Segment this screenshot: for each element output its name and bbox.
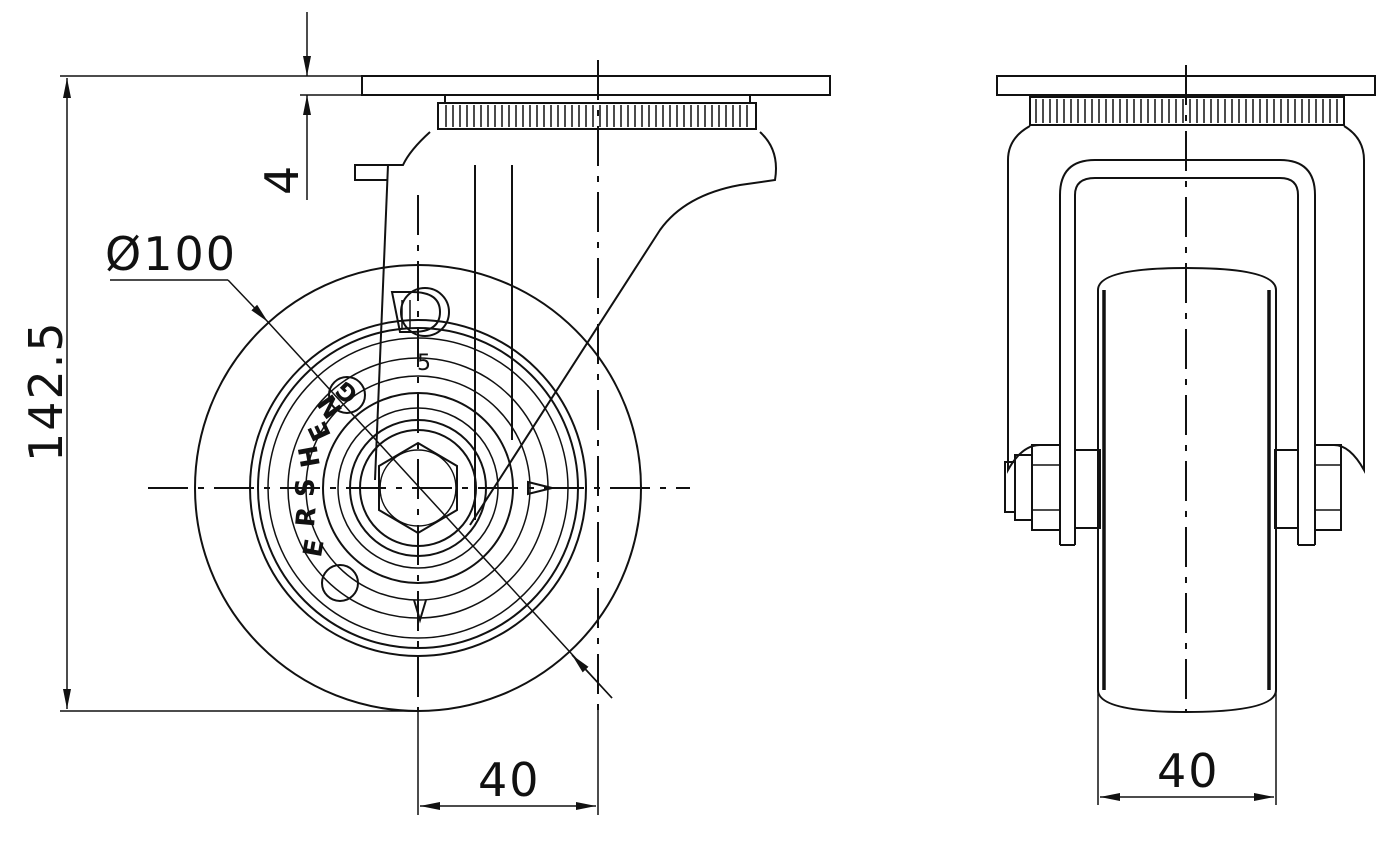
top-plate [361, 75, 831, 96]
front-view: 40 [996, 65, 1376, 805]
side-view: 5 E R S H E N [19, 12, 831, 815]
svg-text:4: 4 [255, 164, 309, 195]
swivel-bearing-front [1029, 96, 1345, 126]
svg-text:R: R [291, 506, 323, 529]
dim-plate-thickness: 4 [255, 12, 311, 200]
fork-outer [1007, 125, 1041, 474]
svg-text:142.5: 142.5 [19, 320, 73, 462]
dim-wheel-diameter: Ø100 [105, 227, 613, 699]
svg-text:E: E [303, 416, 338, 445]
dim-overall-height: 142.5 [19, 78, 418, 712]
dim-offset: 40 [417, 710, 599, 815]
fork-inner-legs [1059, 159, 1316, 545]
svg-text:40: 40 [478, 753, 541, 807]
svg-text:Ø100: Ø100 [105, 227, 237, 281]
axle-assembly [1004, 444, 1342, 531]
svg-text:40: 40 [1157, 744, 1220, 798]
bracket-number: 5 [417, 351, 431, 376]
svg-text:E: E [298, 537, 331, 560]
fork-bracket: 5 [354, 131, 777, 526]
svg-text:H: H [294, 443, 327, 470]
dim-wheel-width: 40 [1097, 690, 1277, 805]
swivel-bearing [437, 96, 757, 130]
